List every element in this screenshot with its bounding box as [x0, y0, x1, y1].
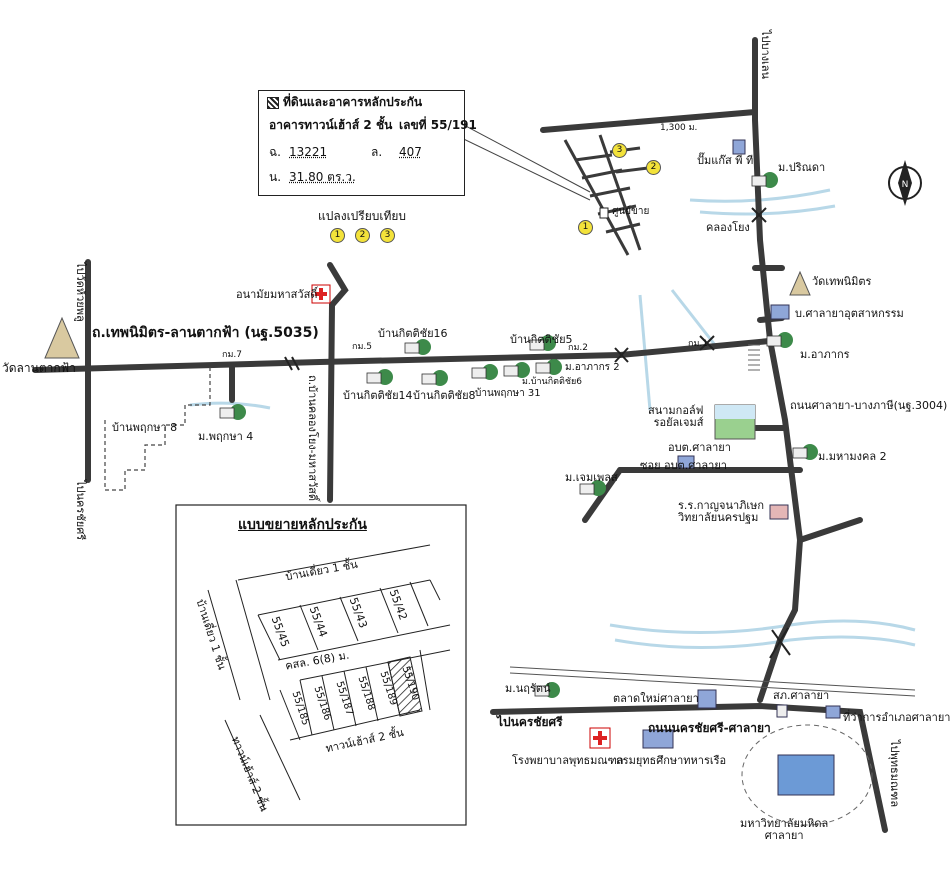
- roads: [32, 37, 888, 833]
- place-site: ศูนย์ขาย: [612, 206, 650, 217]
- place-wat-lan-tak-fa: วัดลานตากฟ้า: [2, 361, 76, 375]
- road-to-nakhon-chaisri-left: ไปนครชัยศรี: [74, 480, 87, 541]
- place-district-office: ที่ว่าการอำเภอศาลายา: [843, 711, 950, 724]
- comparison-marker-1: 1: [330, 228, 345, 243]
- place-khlong-yong: คลองโยง: [706, 221, 750, 234]
- house-icons: [219, 175, 808, 697]
- info-number: เลขที่ 55/191: [399, 118, 477, 132]
- road-salaya-bangphasi: ถนนศาลายา-บางภาษี(นฐ.3004): [790, 399, 948, 412]
- info-building: อาคารทาวน์เฮ้าส์ 2 ชั้น: [269, 118, 393, 132]
- red-cross-icons: [311, 284, 611, 749]
- km-1: กม.1: [688, 339, 708, 349]
- comparison-marker-3: 3: [380, 228, 395, 243]
- deed-label: ฉ.: [269, 145, 281, 159]
- place-ban-phruksa31: บ้านพฤกษา 31: [475, 388, 541, 399]
- place-ban-kitchai6: ม.บ้านกิตติชัย6: [522, 377, 582, 387]
- land-label: ล.: [371, 145, 383, 159]
- area-value: 31.80 ตร.ว.: [289, 170, 356, 184]
- place-m-arpakorn: ม.อาภากร: [800, 348, 850, 361]
- site-street-grid: [563, 134, 649, 256]
- north-arrow: N: [888, 160, 922, 206]
- comparison-marker-2: 2: [355, 228, 370, 243]
- place-ban-kitchai8: บ้านกิตติชัย8: [413, 389, 476, 402]
- detail-title: แบบขยายหลักประกัน: [238, 517, 367, 533]
- road-to-wat-huai-phlu: ไปวัดห้วยพลู: [74, 262, 87, 322]
- detail-lines: [207, 544, 451, 811]
- road-nakhon-chaisri-salaya: ถนนนครชัยศรี-ศาลายา: [648, 721, 771, 735]
- place-m-phruksa4: ม.พฤกษา 4: [198, 430, 254, 443]
- area-label: น.: [269, 170, 282, 184]
- road-to-nakhon-chaisri-bottom: ไปนครชัยศรี: [497, 715, 563, 729]
- place-school: ร.ร.กาญจนาภิเษก วิทยาลัยนครปฐม: [678, 499, 765, 525]
- temple-icons: [44, 270, 811, 359]
- place-ban-kitchai5: บ้านกิตติชัย5: [510, 333, 573, 346]
- place-mahidol: มหาวิทยาลัยมหิดล ศาลายา: [740, 817, 829, 843]
- place-ban-phruksa8: บ้านพฤกษา 8: [112, 421, 178, 434]
- km-2: กม.2: [568, 343, 588, 353]
- detail-inset-frame: [175, 504, 467, 826]
- distance-1300: 1,300 ม.: [660, 123, 698, 133]
- hatched-block: [748, 344, 760, 371]
- land-value: 407: [399, 145, 422, 159]
- map-marker-3: 3: [612, 143, 627, 158]
- road-main-west: ถ.เทพนิมิตร-ลานตากฟ้า (นฐ.5035): [92, 325, 319, 341]
- map-marker-1: 1: [578, 220, 593, 235]
- place-m-arpakorn2: ม.อาภากร 2: [565, 362, 620, 373]
- place-hospital: โรงพยาบาลพุทธมณฑล: [512, 754, 624, 767]
- place-m-nuruthai: ม.นฤรัตน์: [505, 682, 551, 695]
- site-marker: [599, 207, 609, 219]
- north-label: N: [902, 180, 909, 190]
- place-b-salaya-industry: บ.ศาลายาอุตสาหกรรม: [795, 307, 904, 320]
- place-health-station: อนามัยมหาสวัสดิ์: [236, 288, 318, 301]
- map-marker-2: 2: [646, 160, 661, 175]
- comparison-title: แปลงเปรียบเทียบ: [318, 209, 407, 223]
- place-m-mahamongkol2: ม.มหามงคล 2: [818, 450, 887, 463]
- place-m-jemphet: ม.เจมเพลส: [565, 471, 618, 484]
- place-police: สภ.ศาลายา: [773, 689, 830, 702]
- collateral-info-box: ที่ดินและอาคารหลักประกัน อาคารทาวน์เฮ้าส…: [258, 90, 477, 196]
- place-m-parinda: ม.ปริณดา: [778, 161, 826, 174]
- place-ban-kitchai14: บ้านกิตติชัย14: [343, 389, 413, 402]
- place-ptt: ปั๊มแก๊ส พี ที: [697, 154, 754, 167]
- place-golf: สนามกอล์ฟ รอยัลเจมส์: [648, 404, 704, 430]
- road-to-bang-len: ไปบางเลน: [759, 30, 772, 80]
- place-market: ตลาดใหม่ศาลายา: [613, 692, 699, 705]
- crossings: [284, 207, 791, 659]
- road-soi-salaya: ซอย อบต.ศาลายา: [640, 459, 727, 472]
- collateral-lot-hatch: [387, 656, 423, 717]
- place-ban-kitchai16: บ้านกิตติชัย16: [378, 327, 448, 340]
- mahidol-boundary: [741, 724, 873, 826]
- callout-lines: [444, 114, 591, 201]
- building-icons: [642, 139, 841, 796]
- km-7: กม.7: [222, 350, 242, 360]
- golf-sky: [715, 405, 755, 419]
- place-navy: กรมยุทธศึกษาทหารเรือ: [616, 754, 727, 767]
- hatch-legend-swatch: [267, 97, 279, 109]
- deed-value: 13221: [289, 145, 328, 159]
- place-obt-salaya: อบต.ศาลายา: [668, 441, 731, 454]
- place-wat-thepnimit: วัดเทพนิมิตร: [812, 275, 872, 288]
- km-5: กม.5: [352, 342, 372, 352]
- info-title: ที่ดินและอาคารหลักประกัน: [283, 95, 423, 109]
- road-khlong-yong: ถ.บ้านคลองโยง-มหาสวัสดิ์: [306, 375, 319, 502]
- road-to-phutthamonthon: ไปพุทธมณฑล: [888, 740, 901, 808]
- phruksa-boundary: [104, 366, 211, 491]
- railway: [509, 666, 916, 697]
